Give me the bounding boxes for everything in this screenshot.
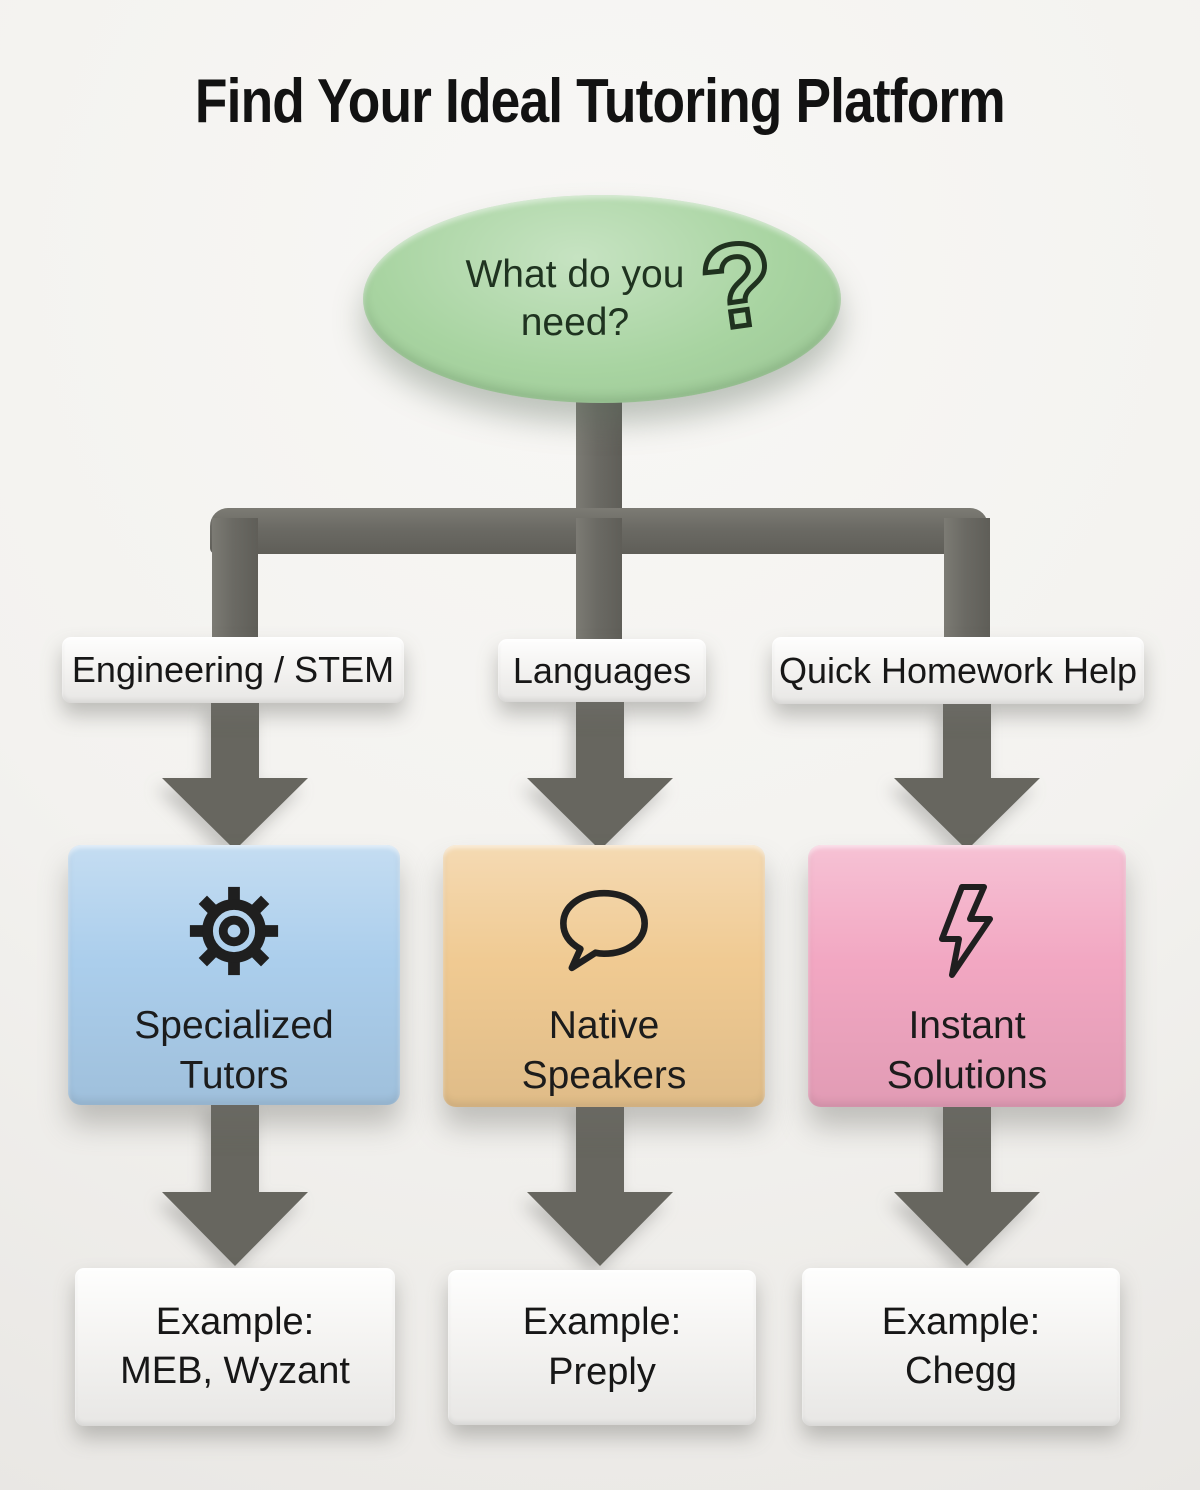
arrow-down-languages bbox=[515, 700, 685, 852]
arrow-down-to-example-2 bbox=[515, 1100, 685, 1268]
node-specialized-tutors: Specialized Tutors bbox=[68, 845, 400, 1105]
node-instant-solutions: Instant Solutions bbox=[808, 845, 1126, 1107]
arrow-down-to-example-3 bbox=[882, 1100, 1052, 1268]
root-question-node: What do you need? ? bbox=[363, 195, 841, 403]
root-question-text: What do you need? bbox=[465, 253, 685, 344]
arrow-down-engineering bbox=[150, 700, 320, 852]
gear-icon bbox=[185, 879, 283, 983]
example-chegg: Example: Chegg bbox=[802, 1268, 1120, 1426]
question-mark-icon: ? bbox=[691, 213, 786, 359]
page-title: Find Your Ideal Tutoring Platform bbox=[195, 67, 1006, 136]
node-title: Instant Solutions bbox=[886, 1004, 1048, 1097]
branch-label-quick-homework-help: Quick Homework Help bbox=[772, 637, 1144, 704]
arrow-down-homework bbox=[882, 700, 1052, 852]
lightning-bolt-icon bbox=[931, 879, 1003, 983]
example-meb-wyzant: Example: MEB, Wyzant bbox=[75, 1268, 395, 1426]
node-native-speakers: Native Speakers bbox=[443, 845, 765, 1107]
arrow-down-to-example-1 bbox=[150, 1100, 320, 1268]
example-preply: Example: Preply bbox=[448, 1270, 756, 1425]
speech-bubble-icon bbox=[552, 879, 656, 983]
node-title: Specialized Tutors bbox=[134, 1004, 334, 1097]
node-title: Native Speakers bbox=[521, 1004, 687, 1097]
branch-label-languages: Languages bbox=[498, 639, 706, 702]
branch-label-engineering-stem: Engineering / STEM bbox=[62, 637, 404, 703]
